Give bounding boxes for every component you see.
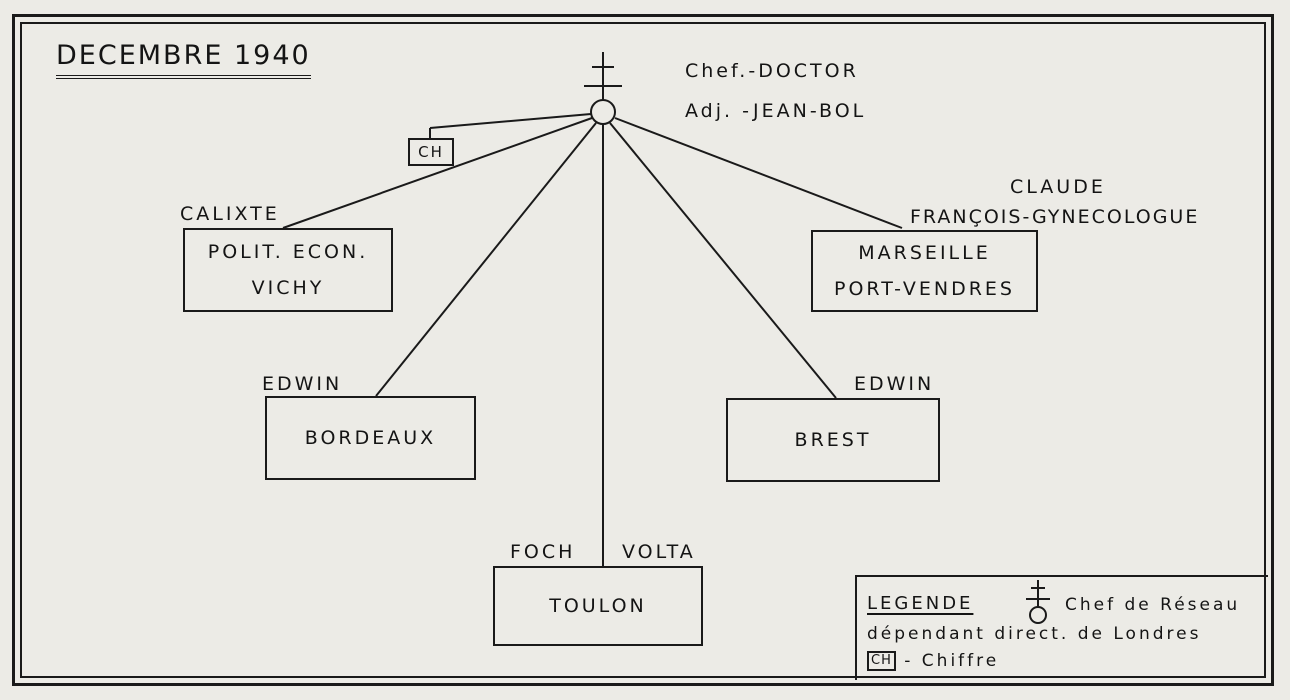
legend-chef-text: Chef de Réseau — [1065, 595, 1241, 615]
foch-label: FOCH — [510, 541, 576, 563]
link-vichy — [282, 117, 593, 229]
box-vichy-line1: POLIT. ECON. — [207, 241, 369, 263]
diagram-title: DECEMBRE 1940 — [56, 40, 311, 79]
claude-label: CLAUDE — [1010, 176, 1106, 198]
box-marseille-line1: MARSEILLE — [858, 242, 991, 264]
cipher-marker: CH — [408, 138, 454, 166]
box-toulon-line1: TOULON — [549, 595, 647, 617]
outer-frame — [12, 14, 1274, 686]
legend-line2: dépendant direct. de Londres — [867, 624, 1202, 644]
box-vichy: POLIT. ECON. VICHY — [183, 228, 393, 312]
francois-label: FRANÇOIS-GYNECOLOGUE — [910, 206, 1200, 228]
volta-label: VOLTA — [622, 541, 696, 563]
link-ch — [429, 113, 592, 129]
box-brest-line1: BREST — [794, 429, 872, 451]
adjoint-label: Adj. -JEAN-BOL — [685, 100, 867, 122]
edwin-right-label: EDWIN — [854, 373, 935, 395]
legend-ch-row: CH - Chiffre — [867, 651, 999, 671]
inner-frame — [20, 22, 1266, 678]
legend-box: LEGENDE Chef de Réseau dépendant direct.… — [855, 575, 1268, 680]
legend-ch-symbol: CH — [867, 651, 896, 671]
legend-ch-text: - Chiffre — [904, 651, 1000, 671]
box-marseille-line2: PORT-VENDRES — [834, 278, 1015, 300]
box-bordeaux-line1: BORDEAUX — [304, 427, 437, 449]
link-bordeaux — [375, 122, 597, 397]
chief-node-circle — [590, 99, 616, 125]
legend-circle — [1029, 606, 1047, 624]
box-bordeaux: BORDEAUX — [265, 396, 476, 480]
link-marseille — [614, 117, 903, 229]
legend-heading: LEGENDE — [867, 593, 974, 614]
box-toulon: TOULON — [493, 566, 703, 646]
box-marseille: MARSEILLE PORT-VENDRES — [811, 230, 1038, 312]
calixte-label: CALIXTE — [180, 203, 280, 225]
chief-label: Chef.-DOCTOR — [685, 60, 859, 82]
box-vichy-line2: VICHY — [251, 277, 325, 299]
box-brest: BREST — [726, 398, 940, 482]
edwin-left-label: EDWIN — [262, 373, 343, 395]
link-brest — [609, 122, 837, 399]
